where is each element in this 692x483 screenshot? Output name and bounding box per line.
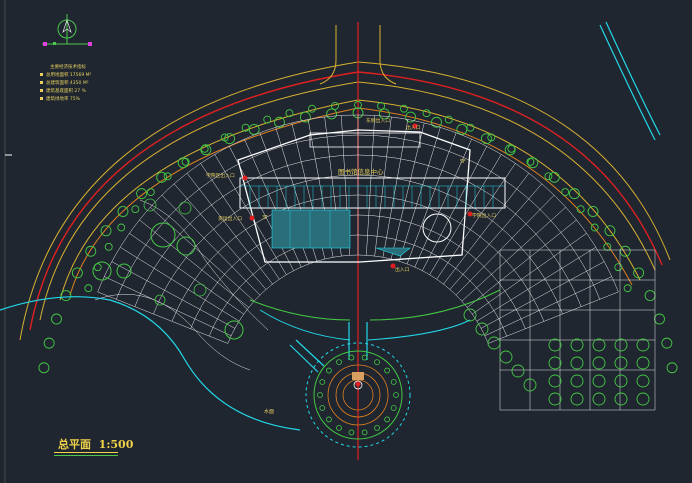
west-garden (0, 198, 301, 431)
technical-indicators-legend: 主要经济技术指标 总用地面积 17569 M² 总建筑面积 4350 M² 建筑… (40, 64, 91, 104)
south-paths (249, 289, 501, 373)
entrance-left2-label: 货运出入口 (218, 215, 242, 222)
entrance-right-label: 学院出入口 (472, 212, 496, 219)
water-label: 水面 (264, 408, 274, 415)
north-arrow-icon (42, 14, 92, 46)
library-building (237, 129, 506, 263)
drawing-title-main: 总平面 (58, 438, 91, 451)
legend-title: 主要经济技术指标 (50, 65, 86, 70)
title-underline-green (54, 455, 118, 456)
entrance-left-label: 学院区出入口 (206, 172, 235, 179)
east-tree-grove (463, 308, 650, 406)
entrance-markers (242, 123, 473, 387)
legend-row: 建筑绿地率 75% (40, 96, 91, 104)
title-underline (54, 452, 118, 453)
south-circular-plaza (305, 342, 411, 448)
legend-row: 总建筑面积 4350 M² (40, 80, 91, 88)
entrance-top-label: 东侧出入口 (366, 117, 390, 124)
plaza-tree-ring (317, 354, 399, 436)
legend-row: 总用地面积 17569 M² (40, 72, 91, 80)
tree-rows (38, 101, 678, 374)
small-tag: 3F (262, 215, 268, 221)
east-grid-block (499, 249, 656, 411)
drawing-title: 总平面 1:500 (58, 436, 133, 452)
drawing-scale: 1:500 (98, 438, 134, 451)
entrance-top2-label: 出入口 (406, 124, 421, 131)
floors-tag: 5F (460, 159, 466, 165)
legend-row: 建筑基底面积 27 % (40, 88, 91, 96)
ring-road (19, 61, 671, 341)
plan-labels: 图书馆信息中心 东侧出入口 出入口 学院区出入口 货运出入口 学院出入口 出入口… (206, 117, 496, 415)
main-building-label: 图书馆信息中心 (338, 167, 384, 176)
entrance-bottom-label: 出入口 (395, 266, 410, 273)
